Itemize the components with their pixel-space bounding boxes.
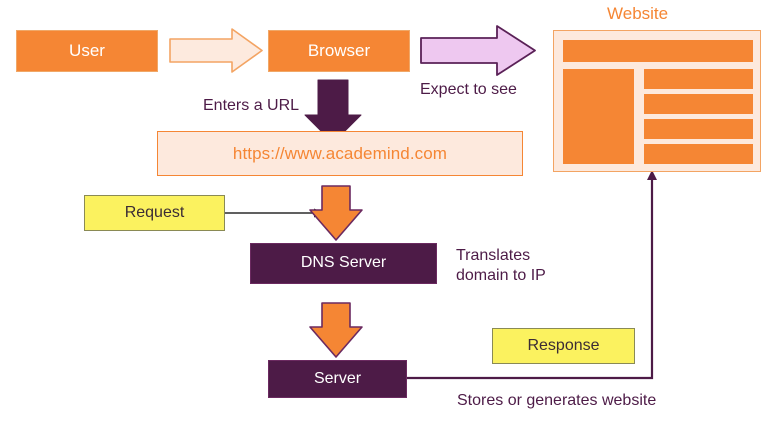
node-dns-server-label: DNS Server: [300, 254, 387, 272]
label-stores-or-generates-website: Stores or generates website: [457, 392, 657, 409]
label-enters-a-url: Enters a URL: [203, 97, 300, 114]
website-content-row: [644, 69, 753, 89]
website-content-row: [644, 144, 753, 164]
arrow-dns-to-server: [309, 302, 363, 358]
arrow-request-to-dns: [225, 208, 324, 218]
node-browser[interactable]: Browser: [268, 30, 410, 72]
website-content-row: [644, 94, 753, 114]
label-translates-domain-to-ip: Translates domain to IP: [456, 247, 546, 284]
label-expect-to-see: Expect to see: [420, 81, 517, 98]
node-url-text: https://www.academind.com: [232, 143, 448, 163]
website-content-row: [644, 119, 753, 139]
node-browser-label: Browser: [307, 41, 371, 61]
arrow-user-to-browser: [169, 28, 263, 73]
node-response-label: Response: [527, 336, 600, 354]
arrow-browser-to-website: [420, 25, 536, 76]
website-sidebar-block: [563, 69, 634, 164]
node-request-label: Request: [124, 203, 185, 221]
website-mockup[interactable]: [553, 30, 761, 172]
node-server[interactable]: Server: [268, 360, 407, 398]
node-user-label: User: [69, 41, 105, 61]
node-request[interactable]: Request: [84, 195, 225, 231]
node-response[interactable]: Response: [492, 328, 635, 364]
node-user[interactable]: User: [16, 30, 158, 72]
website-header-bar: [563, 40, 753, 62]
arrow-url-to-dns: [309, 185, 363, 241]
node-server-label: Server: [313, 369, 362, 387]
label-website: Website: [607, 4, 669, 23]
node-url-bar[interactable]: https://www.academind.com: [157, 131, 523, 176]
node-dns-server[interactable]: DNS Server: [250, 243, 437, 284]
